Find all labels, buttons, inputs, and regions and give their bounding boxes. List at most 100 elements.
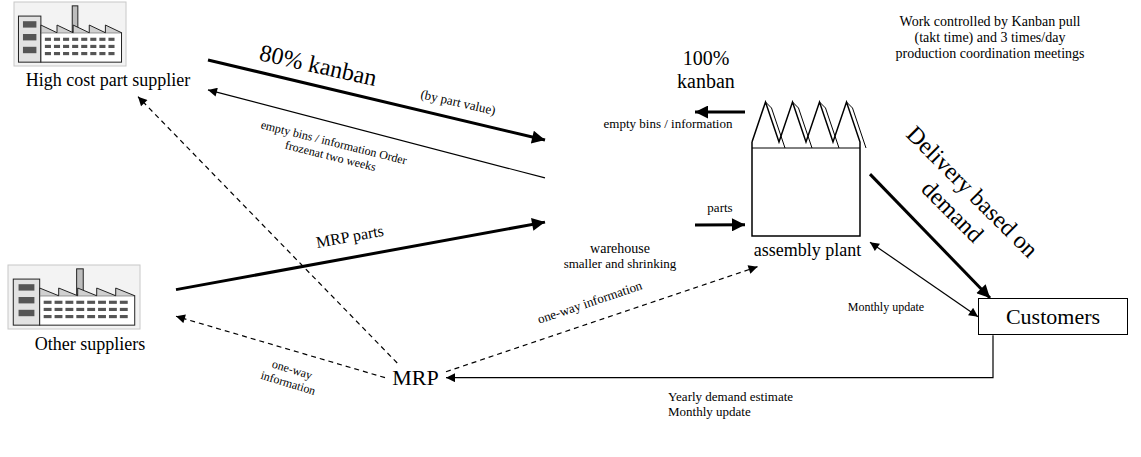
tower-window <box>23 47 36 53</box>
tower-window <box>19 310 35 316</box>
factory-window <box>120 315 128 318</box>
factory-window <box>81 52 87 55</box>
factory-window <box>120 308 128 311</box>
tower-window <box>23 21 36 27</box>
factory-window <box>65 301 73 304</box>
factory-window <box>90 45 96 48</box>
edge-label: Monthly update <box>848 301 924 315</box>
edge-label: empty bins / information Order frozenat … <box>256 118 408 181</box>
edge-label: Yearly demand estimate Monthly update <box>668 390 816 420</box>
plant-eave <box>752 148 860 149</box>
node-text: smaller and shrinking <box>551 257 689 272</box>
factory-window <box>72 45 78 48</box>
factory-window <box>81 45 87 48</box>
tower-window <box>23 34 36 40</box>
factory-hall <box>41 33 122 62</box>
factory-window <box>99 52 105 55</box>
factory-window <box>72 38 78 41</box>
edge-label: 100% kanban <box>670 47 742 93</box>
note-text: Work controlled by Kanban pull (takt tim… <box>888 14 1093 62</box>
node-text: warehouse <box>551 241 689 257</box>
node-text: Customers <box>985 304 1121 329</box>
roof-edge <box>793 102 813 148</box>
roof-edge <box>820 102 840 148</box>
node-text: Other suppliers <box>10 334 170 355</box>
factory-window <box>109 315 117 318</box>
assembly-plant-icon <box>752 102 866 236</box>
factory-window <box>108 52 114 55</box>
factory-window <box>63 52 69 55</box>
flow-arrow <box>695 111 745 114</box>
factory-window <box>108 45 114 48</box>
factory-roof <box>41 25 122 33</box>
factory-window <box>55 301 63 304</box>
factory-window <box>99 45 105 48</box>
factory-window <box>98 308 106 311</box>
factory-window <box>45 38 51 41</box>
factory-window <box>90 52 96 55</box>
factory-window <box>98 315 106 318</box>
node-label-group: assembly plant <box>745 92 870 267</box>
factory-hall <box>40 296 135 325</box>
factory-window <box>90 38 96 41</box>
factory-roof <box>40 288 135 296</box>
factory-tower <box>18 16 40 62</box>
process-box: Customers <box>978 298 1128 335</box>
factory-window <box>109 308 117 311</box>
factory-window <box>87 308 95 311</box>
node-label-group: High cost part supplier <box>8 0 208 97</box>
edge-label: one-way information <box>254 354 325 400</box>
tower-window <box>19 284 35 290</box>
node-label-group: MRP <box>385 363 446 392</box>
factory-window <box>76 301 84 304</box>
flow-arrow <box>446 335 993 377</box>
edge-label: MRP parts <box>315 222 386 252</box>
factory-window <box>76 315 84 318</box>
factory-window <box>54 45 60 48</box>
factory-window <box>44 315 52 318</box>
factory-window <box>81 38 87 41</box>
information-arrow <box>446 267 758 372</box>
node-text: High cost part supplier <box>14 70 202 91</box>
factory-window <box>65 315 73 318</box>
factory-window <box>87 315 95 318</box>
factory-window <box>87 301 95 304</box>
roof-edge <box>766 102 786 148</box>
roof-edge <box>847 102 867 148</box>
factory-window <box>54 38 60 41</box>
factory-window <box>76 308 84 311</box>
factory-window <box>54 52 60 55</box>
factory-icon <box>14 2 126 66</box>
plant-outline <box>752 102 860 236</box>
factory-window <box>72 52 78 55</box>
factory-window <box>108 38 114 41</box>
factory-window <box>55 315 63 318</box>
factory-window <box>44 308 52 311</box>
edge-label: parts <box>707 201 732 216</box>
factory-window <box>55 308 63 311</box>
factory-window <box>109 301 117 304</box>
factory-window <box>63 45 69 48</box>
node-label-group: Other suppliers <box>4 262 176 361</box>
node-text: assembly plant <box>751 240 864 261</box>
factory-window <box>98 301 106 304</box>
icon-frame <box>8 265 140 329</box>
note-text: empty bins / information <box>604 117 733 132</box>
factory-window <box>45 52 51 55</box>
factory-window <box>44 301 52 304</box>
factory-window <box>45 45 51 48</box>
flow-arrow <box>176 222 545 290</box>
factory-window <box>63 38 69 41</box>
flow-arrow <box>695 223 745 226</box>
factory-window <box>99 38 105 41</box>
edge-label: Delivery based on demand <box>880 120 1045 285</box>
icon-frame <box>14 2 126 66</box>
factory-window <box>120 301 128 304</box>
factory-icon <box>8 265 140 329</box>
factory-window <box>65 308 73 311</box>
factory-tower <box>13 279 39 325</box>
node-text: MRP <box>391 365 440 390</box>
edge-label: one-way information <box>536 278 644 327</box>
tower-window <box>19 297 35 303</box>
